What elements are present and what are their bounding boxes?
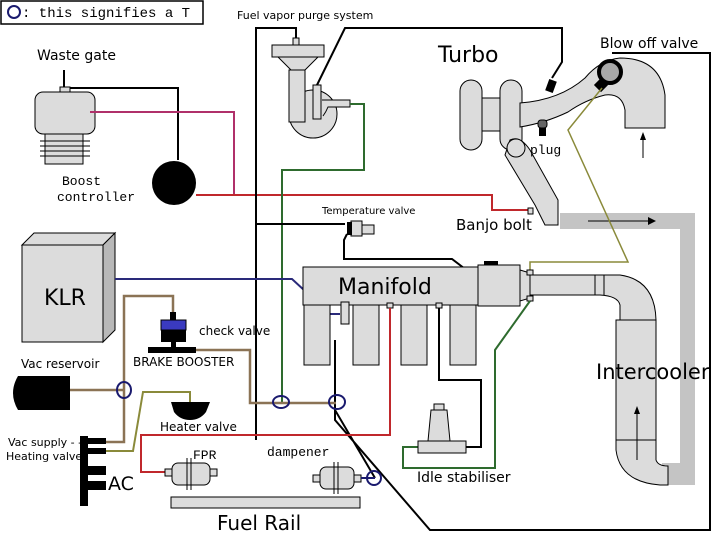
boost-controller-icon — [152, 161, 196, 205]
intercooler-elbow — [662, 463, 695, 485]
blowoff-pipe — [519, 57, 666, 129]
intake-arrowhead-icon — [640, 132, 646, 140]
klr-box — [21, 244, 104, 343]
tee-junction-icon — [272, 395, 290, 409]
fuel-vapor-purge: Fuel vapor purge system — [237, 9, 373, 440]
tee-junction-icon — [366, 470, 382, 486]
boost-controller-label-1: Boost — [62, 174, 101, 189]
dampener-label: dampener — [267, 445, 329, 460]
check-valve-icon — [160, 319, 187, 331]
fuel-rail-label: Fuel Rail — [217, 511, 301, 535]
idle-stabiliser-label: Idle stabiliser — [417, 470, 511, 486]
brake-booster-label: BRAKE BOOSTER — [133, 355, 234, 369]
turbo-compressor-housing — [459, 79, 483, 151]
vac-supply-label: Vac supply - - — [8, 436, 82, 449]
banjo-bolt-label: Banjo bolt — [456, 216, 532, 234]
manifold-label: Manifold — [338, 275, 432, 300]
fpr-red-line — [140, 308, 391, 473]
heater-valve-icon — [171, 402, 210, 420]
idle-stabiliser-black-line — [438, 308, 482, 448]
fuel-vapor-purge-label: Fuel vapor purge system — [237, 9, 373, 22]
heater-valve-label: Heater valve — [160, 420, 237, 434]
ac-label: AC — [108, 473, 134, 495]
blow-off-valve-label: Blow off valve — [600, 36, 698, 52]
legend-box — [0, 0, 204, 25]
intercooler-label: Intercooler — [596, 360, 710, 384]
fpr-label: FPR — [193, 448, 217, 463]
waste-gate-label: Waste gate — [37, 48, 116, 64]
tee-junction-icon — [328, 394, 346, 410]
throttle-body — [477, 264, 521, 307]
turbo: plug — [459, 27, 666, 226]
flow-arrowhead-up-icon — [634, 406, 640, 414]
boost-magenta-line — [90, 111, 235, 196]
idle-stabiliser-green-line — [402, 300, 531, 469]
temperature-valve-icon — [350, 220, 363, 237]
booster-manifold-line — [195, 348, 336, 405]
blowoff-control-line — [529, 87, 630, 270]
dampener-icon — [319, 466, 355, 490]
brake-booster: check valve BRAKE BOOSTER — [133, 312, 270, 369]
purge-green-line — [281, 103, 365, 402]
manifold-body — [302, 266, 479, 306]
intercooler-piping — [517, 213, 695, 486]
purge-turbo-line — [316, 27, 562, 86]
vac-reservoir-icon — [13, 376, 70, 410]
plug-icon — [537, 119, 548, 129]
turbo-shaft — [481, 97, 503, 132]
dampener: dampener — [267, 445, 375, 494]
boost-controller-label-2: controller — [57, 190, 135, 205]
klr: KLR — [20, 231, 117, 344]
idle-stabiliser: Idle stabiliser — [417, 403, 511, 486]
waste-gate: Waste gate — [34, 48, 179, 165]
wastegate-boost-line — [63, 70, 179, 160]
idle-stabiliser-body — [417, 440, 467, 454]
vac-reservoir-label: Vac reservoir — [21, 357, 99, 371]
heater-valve-line — [100, 391, 191, 452]
intercooler-bottom-bend — [615, 439, 669, 486]
check-valve-label: check valve — [199, 324, 270, 338]
tee-symbol-icon — [7, 5, 21, 19]
waste-gate-body — [34, 91, 96, 135]
purge-left-line — [255, 27, 297, 440]
banjo-bolt-icon — [527, 207, 534, 215]
manifold: Manifold — [302, 261, 534, 366]
blow-off-valve-icon — [597, 59, 623, 85]
brake-booster-icon — [148, 347, 196, 353]
brake-brown-line — [122, 294, 175, 440]
intercooler-return-pipe — [680, 213, 695, 483]
klr-label: KLR — [44, 286, 86, 311]
turbo-label: Turbo — [437, 43, 499, 68]
tee-junction-icon — [116, 381, 132, 399]
ac-vacuum-block: Vac supply - - Heating valve AC — [6, 436, 134, 506]
boost-red-line — [196, 194, 530, 211]
plug-label: plug — [530, 143, 561, 158]
temperature-valve-label: Temperature valve — [321, 206, 415, 217]
tee-junctions — [116, 381, 382, 486]
fpr: FPR — [164, 448, 218, 490]
fuel-rail — [170, 496, 361, 509]
legend: : this signifies a T — [0, 0, 204, 25]
flow-arrowhead-right-icon — [648, 217, 656, 225]
legend-text: : this signifies a T — [22, 6, 190, 22]
heating-valve-label: Heating valve — [6, 450, 82, 463]
